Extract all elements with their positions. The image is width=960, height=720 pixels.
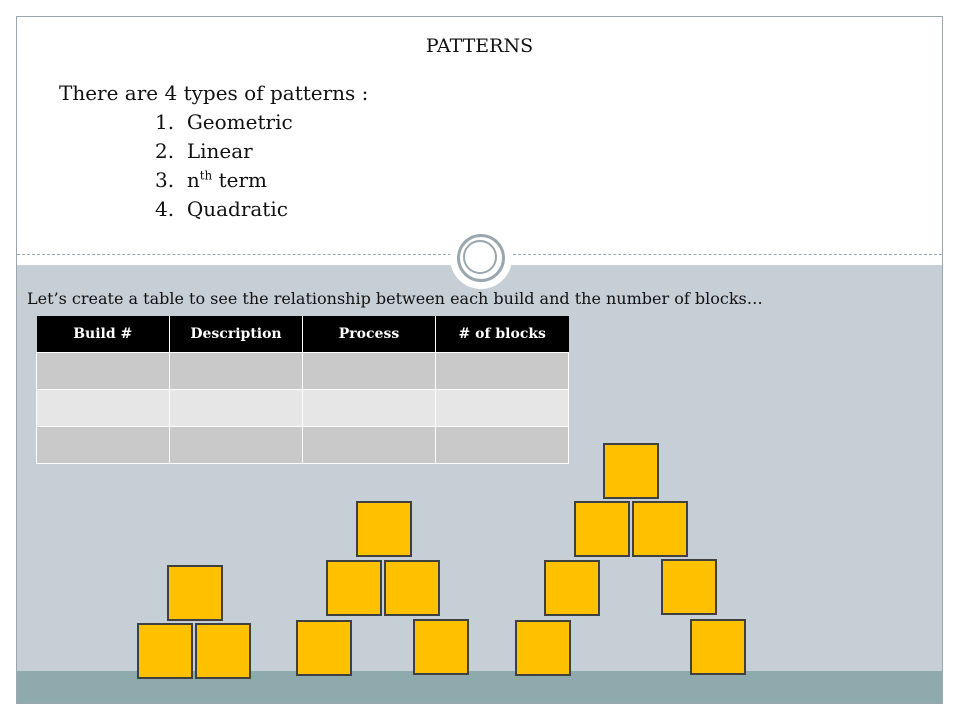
header-process: Process — [302, 316, 436, 353]
table-row — [36, 426, 569, 464]
table-cell[interactable] — [302, 352, 436, 390]
header-build-number: Build # — [36, 316, 170, 353]
build-1-block — [137, 623, 193, 679]
table-caption: Let’s create a table to see the relation… — [27, 289, 763, 308]
table-cell[interactable] — [435, 389, 569, 427]
build-1-block — [167, 565, 223, 621]
build-3-block — [603, 443, 659, 499]
intro-text: There are 4 types of patterns : — [59, 81, 369, 105]
table-cell[interactable] — [169, 426, 303, 464]
list-item-geometric: 1. Geometric — [155, 110, 293, 134]
build-3-block — [544, 560, 600, 616]
table-cell[interactable] — [36, 426, 170, 464]
header-description: Description — [169, 316, 303, 353]
table-cell[interactable] — [435, 352, 569, 390]
table-cell[interactable] — [169, 389, 303, 427]
table-cell[interactable] — [302, 389, 436, 427]
build-3-block — [690, 619, 746, 675]
build-1-block — [195, 623, 251, 679]
build-2-block — [384, 560, 440, 616]
build-3-block — [515, 620, 571, 676]
slide: PATTERNS There are 4 types of patterns :… — [16, 16, 943, 704]
table-cell[interactable] — [302, 426, 436, 464]
list-item-linear: 2. Linear — [155, 139, 253, 163]
build-2-block — [413, 619, 469, 675]
table-cell[interactable] — [169, 352, 303, 390]
divider-ornament-inner-ring — [463, 240, 497, 274]
build-table: Build # Description Process # of blocks — [36, 316, 569, 464]
build-3-block — [632, 501, 688, 557]
build-2-block — [326, 560, 382, 616]
table-cell[interactable] — [435, 426, 569, 464]
build-2-block — [356, 501, 412, 557]
build-3-block — [661, 559, 717, 615]
list-item-quadratic: 4. Quadratic — [155, 197, 288, 221]
table-row — [36, 389, 569, 427]
table-row — [36, 352, 569, 390]
table-header-row: Build # Description Process # of blocks — [36, 316, 569, 353]
table-cell[interactable] — [36, 389, 170, 427]
slide-title: PATTERNS — [425, 35, 534, 57]
header-number-of-blocks: # of blocks — [435, 316, 569, 353]
list-item-nth-term: 3. nth term — [155, 168, 268, 192]
build-2-block — [296, 620, 352, 676]
build-3-block — [574, 501, 630, 557]
table-cell[interactable] — [36, 352, 170, 390]
top-panel — [17, 17, 942, 254]
